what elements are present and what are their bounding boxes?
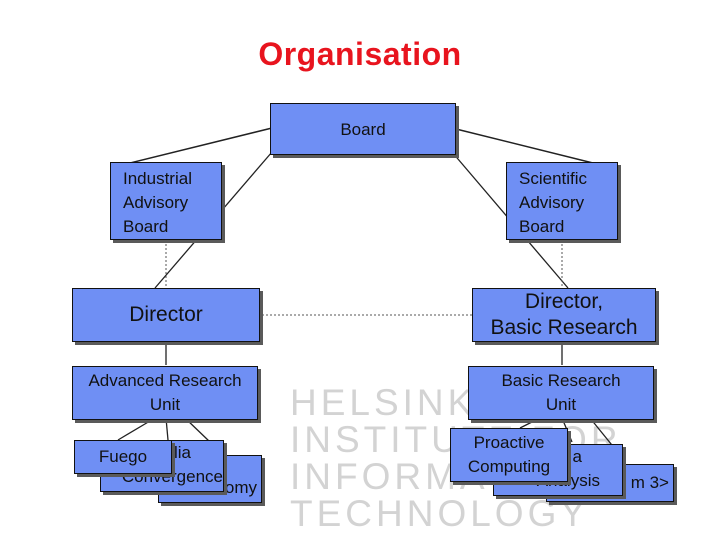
director-basic-research-box: Director, Basic Research — [472, 288, 656, 342]
proactive-computing-program-box: Proactive Computing — [450, 428, 568, 482]
board-box: Board — [270, 103, 456, 155]
advanced-research-unit-box: Advanced Research Unit — [72, 366, 258, 420]
page-title: Organisation — [258, 36, 462, 72]
industrial-advisory-board-box: Industrial Advisory Board — [110, 162, 222, 240]
director-box: Director — [72, 288, 260, 342]
fuego-program-box: Fuego — [74, 440, 172, 474]
basic-research-unit-box: Basic Research Unit — [468, 366, 654, 420]
scientific-advisory-board-box: Scientific Advisory Board — [506, 162, 618, 240]
